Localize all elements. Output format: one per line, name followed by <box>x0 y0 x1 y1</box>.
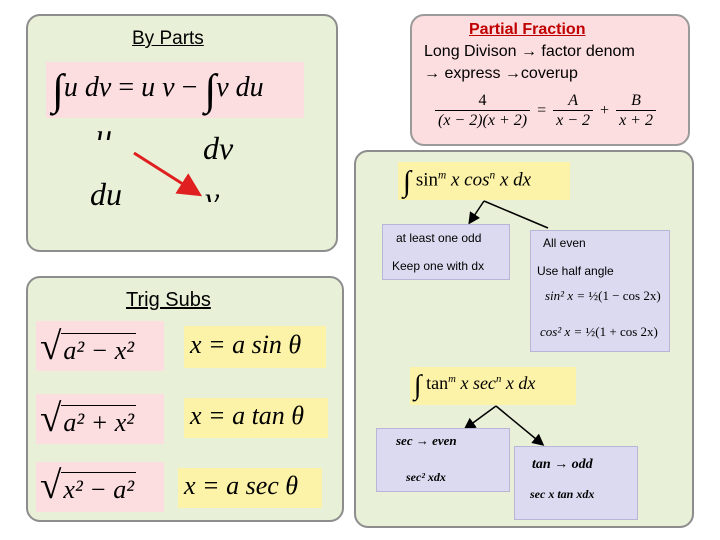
pf-plus: + <box>600 101 610 119</box>
formula-vdu: v du <box>216 72 264 103</box>
half-angle-sin-rhs: ½(1 − cos 2x) <box>588 288 661 303</box>
radical-1: √a² − x² <box>40 325 137 368</box>
sub-box-1 <box>184 326 326 368</box>
sub-2: x = a tan θ <box>190 401 305 430</box>
tan-odd-box <box>514 446 638 520</box>
trig-subs-title: Trig Subs <box>126 289 211 311</box>
radical-box-2 <box>36 394 164 444</box>
partial-fraction-step1: Long Divison → factor denom <box>424 43 635 60</box>
radicand-2: a² + x² <box>61 405 137 438</box>
even-case-rule: Use half angle <box>537 264 614 278</box>
sec-exp: n <box>495 372 502 385</box>
formula-eq: = <box>118 72 135 103</box>
by-parts-title: By Parts <box>132 28 204 49</box>
sin-exp: m <box>438 169 447 182</box>
half-angle-cos-lhs: cos² x = <box>540 324 583 339</box>
radical-box-3 <box>36 462 164 512</box>
tan-sec-integral: ∫ tanm x secn x dx <box>414 370 536 401</box>
sec-even-box <box>376 428 510 492</box>
tan-sec-box <box>410 367 576 405</box>
by-parts-panel <box>26 14 338 252</box>
odd-case-rule: Keep one with dx <box>392 259 485 273</box>
sin-label: sin <box>415 169 439 191</box>
sec-even-keep: sec² xdx <box>406 470 446 484</box>
pf-b-den: x + 2 <box>616 110 656 130</box>
pf-b-num: B <box>631 92 641 109</box>
by-parts-dv: dv <box>203 130 234 166</box>
formula-udv: u dv <box>63 72 112 103</box>
by-parts-u: u <box>96 118 112 140</box>
half-angle-cos-rhs: ½(1 + cos 2x) <box>585 324 658 339</box>
cos-label: x cos <box>451 169 490 191</box>
radicand-1: a² − x² <box>61 333 137 366</box>
half-angle-sin: sin² x = ½(1 − cos 2x) <box>545 288 661 304</box>
sin-cos-dx: x dx <box>499 169 532 191</box>
half-angle-sin-lhs: sin² x = <box>545 288 586 303</box>
even-case-label: All even <box>543 236 586 250</box>
formula-minus: − <box>181 72 198 103</box>
by-parts-du: du <box>90 176 122 212</box>
pf-a-den: x − 2 <box>553 110 594 130</box>
sub-1: x = a sin θ <box>190 330 302 359</box>
sub-box-2 <box>184 398 328 438</box>
radicand-3: x² − a² <box>61 472 137 505</box>
pf-denominator: (x − 2)(x + 2) <box>435 110 531 130</box>
tan-exp: m <box>448 372 456 385</box>
by-parts-formula-box <box>46 62 304 118</box>
tan-odd-label: tan → odd <box>532 457 593 472</box>
pf-numerator: 4 <box>478 92 487 109</box>
sub-3: x = a sec θ <box>184 471 299 500</box>
tan-label: tan <box>426 372 449 393</box>
even-case-box <box>530 230 670 352</box>
sec-label: x sec <box>460 372 496 393</box>
sin-cos-integral: ∫ sinm x cosn x dx <box>403 166 532 198</box>
odd-case-label: at least one odd <box>396 231 482 245</box>
sec-even-label: sec → even <box>396 433 457 448</box>
half-angle-cos: cos² x = ½(1 + cos 2x) <box>540 324 658 340</box>
by-parts-formula: ∫u dv = u v − ∫v du <box>52 65 264 114</box>
pf-eq: = <box>537 101 547 119</box>
partial-fraction-title: Partial Fraction <box>469 21 586 38</box>
sin-cos-box <box>398 162 570 200</box>
formula-uv: u v <box>141 72 175 103</box>
by-parts-v: v <box>205 180 220 202</box>
pf-a-num: A <box>568 92 578 109</box>
odd-case-box <box>382 224 510 280</box>
tan-odd-keep: sec x tan xdx <box>530 487 595 501</box>
partial-fraction-step2: → express →coverup <box>424 65 578 82</box>
tan-sec-dx: x dx <box>505 372 536 393</box>
cos-exp: n <box>489 169 496 182</box>
partial-fraction-panel <box>410 14 690 146</box>
sub-box-3 <box>178 468 322 508</box>
radical-3: √x² − a² <box>40 464 137 507</box>
radical-2: √a² + x² <box>40 397 137 440</box>
radical-box-1 <box>36 321 164 371</box>
